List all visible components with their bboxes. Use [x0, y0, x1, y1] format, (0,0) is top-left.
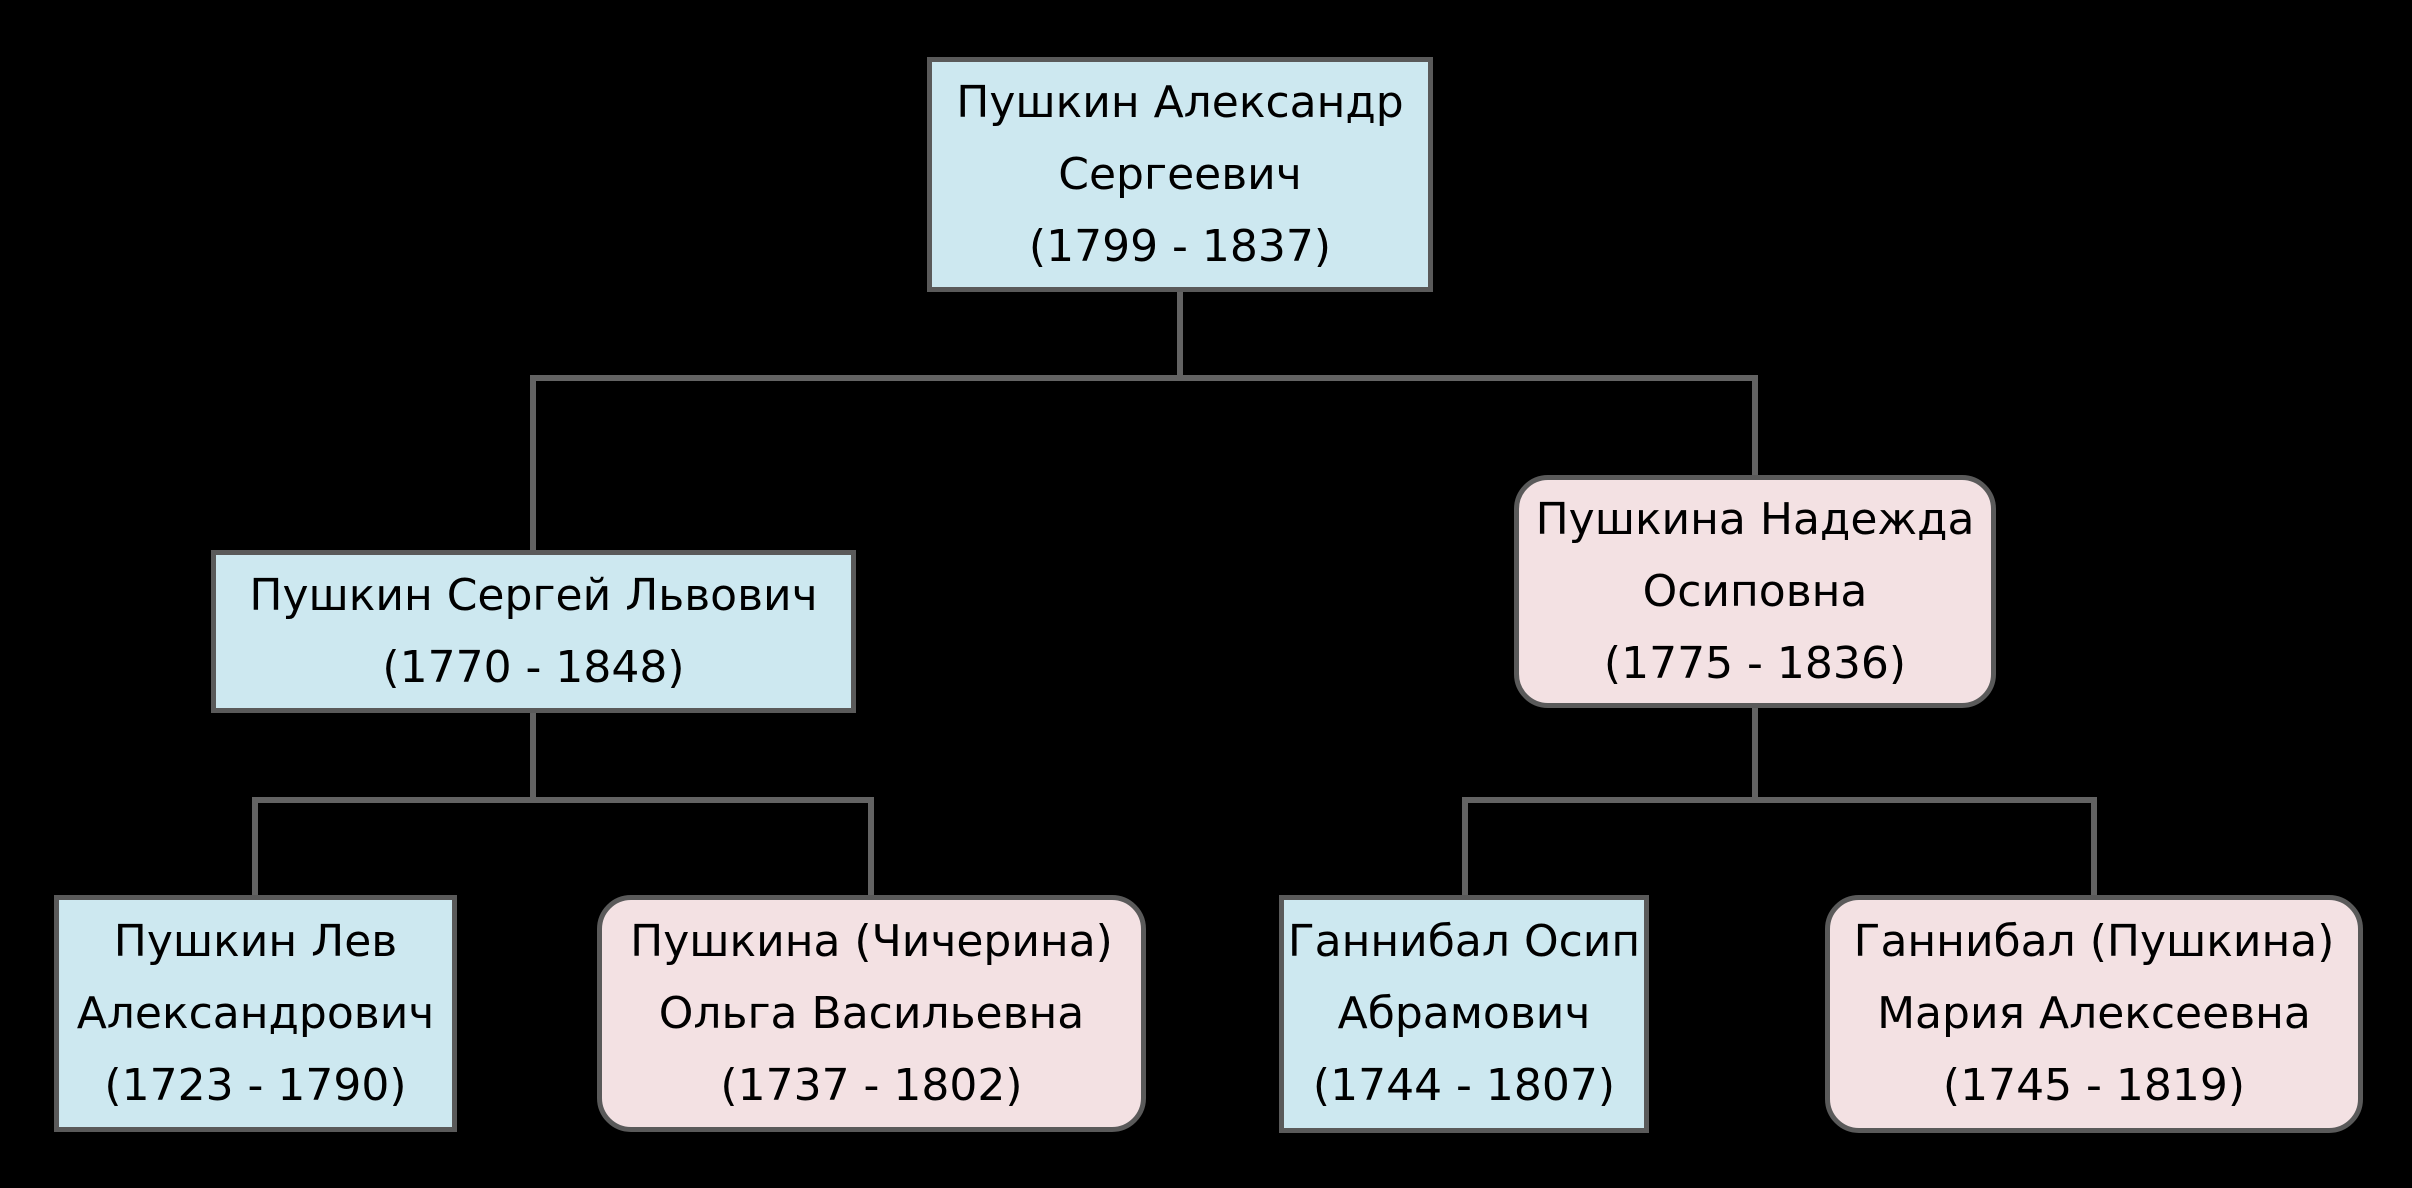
person-name-and-years: Пушкин Лев Александрович (1723 - 1790) [76, 915, 435, 1111]
connector-parents-horizontal [530, 375, 1758, 381]
person-name-and-years: Пушкин Сергей Львович (1770 - 1848) [249, 569, 818, 693]
person-node-pushkina-olga[interactable]: Пушкина (Чичерина) Ольга Васильевна (173… [597, 895, 1146, 1132]
connector-down-to-osip [1462, 797, 1468, 898]
person-node-pushkin-lev[interactable]: Пушкин Лев Александрович (1723 - 1790) [54, 895, 457, 1132]
person-name-and-years: Пушкина (Чичерина) Ольга Васильевна (173… [630, 915, 1113, 1111]
person-node-gannibal-maria[interactable]: Ганнибал (Пушкина) Мария Алексеевна (174… [1825, 895, 2363, 1133]
connector-down-to-sergey [530, 375, 536, 555]
person-name-and-years: Ганнибал (Пушкина) Мария Алексеевна (174… [1853, 916, 2335, 1111]
connector-down-to-olga [868, 797, 874, 898]
connector-down-to-maria [2091, 797, 2097, 898]
connector-nadezhda-to-children [1752, 705, 1758, 800]
person-name-and-years: Пушкина Надежда Осиповна (1775 - 1836) [1535, 493, 1975, 689]
connector-sergey-to-children [530, 710, 536, 803]
person-node-pushkin-sergey[interactable]: Пушкин Сергей Львович (1770 - 1848) [211, 550, 856, 713]
person-node-gannibal-osip[interactable]: Ганнибал Осип Абрамович (1744 - 1807) [1279, 895, 1649, 1133]
connector-left-horizontal [252, 797, 874, 803]
connector-right-horizontal [1462, 797, 2097, 803]
person-node-pushkin-alexander[interactable]: Пушкин Александр Сергеевич (1799 - 1837) [927, 57, 1433, 292]
person-node-pushkina-nadezhda[interactable]: Пушкина Надежда Осиповна (1775 - 1836) [1514, 475, 1996, 708]
person-name-and-years: Пушкин Александр Сергеевич (1799 - 1837) [956, 76, 1404, 272]
connector-down-to-nadezhda [1752, 375, 1758, 480]
connector-down-to-lev [252, 797, 258, 898]
person-name-and-years: Ганнибал Осип Абрамович (1744 - 1807) [1287, 916, 1641, 1111]
connector-top-to-parents [1177, 290, 1183, 381]
